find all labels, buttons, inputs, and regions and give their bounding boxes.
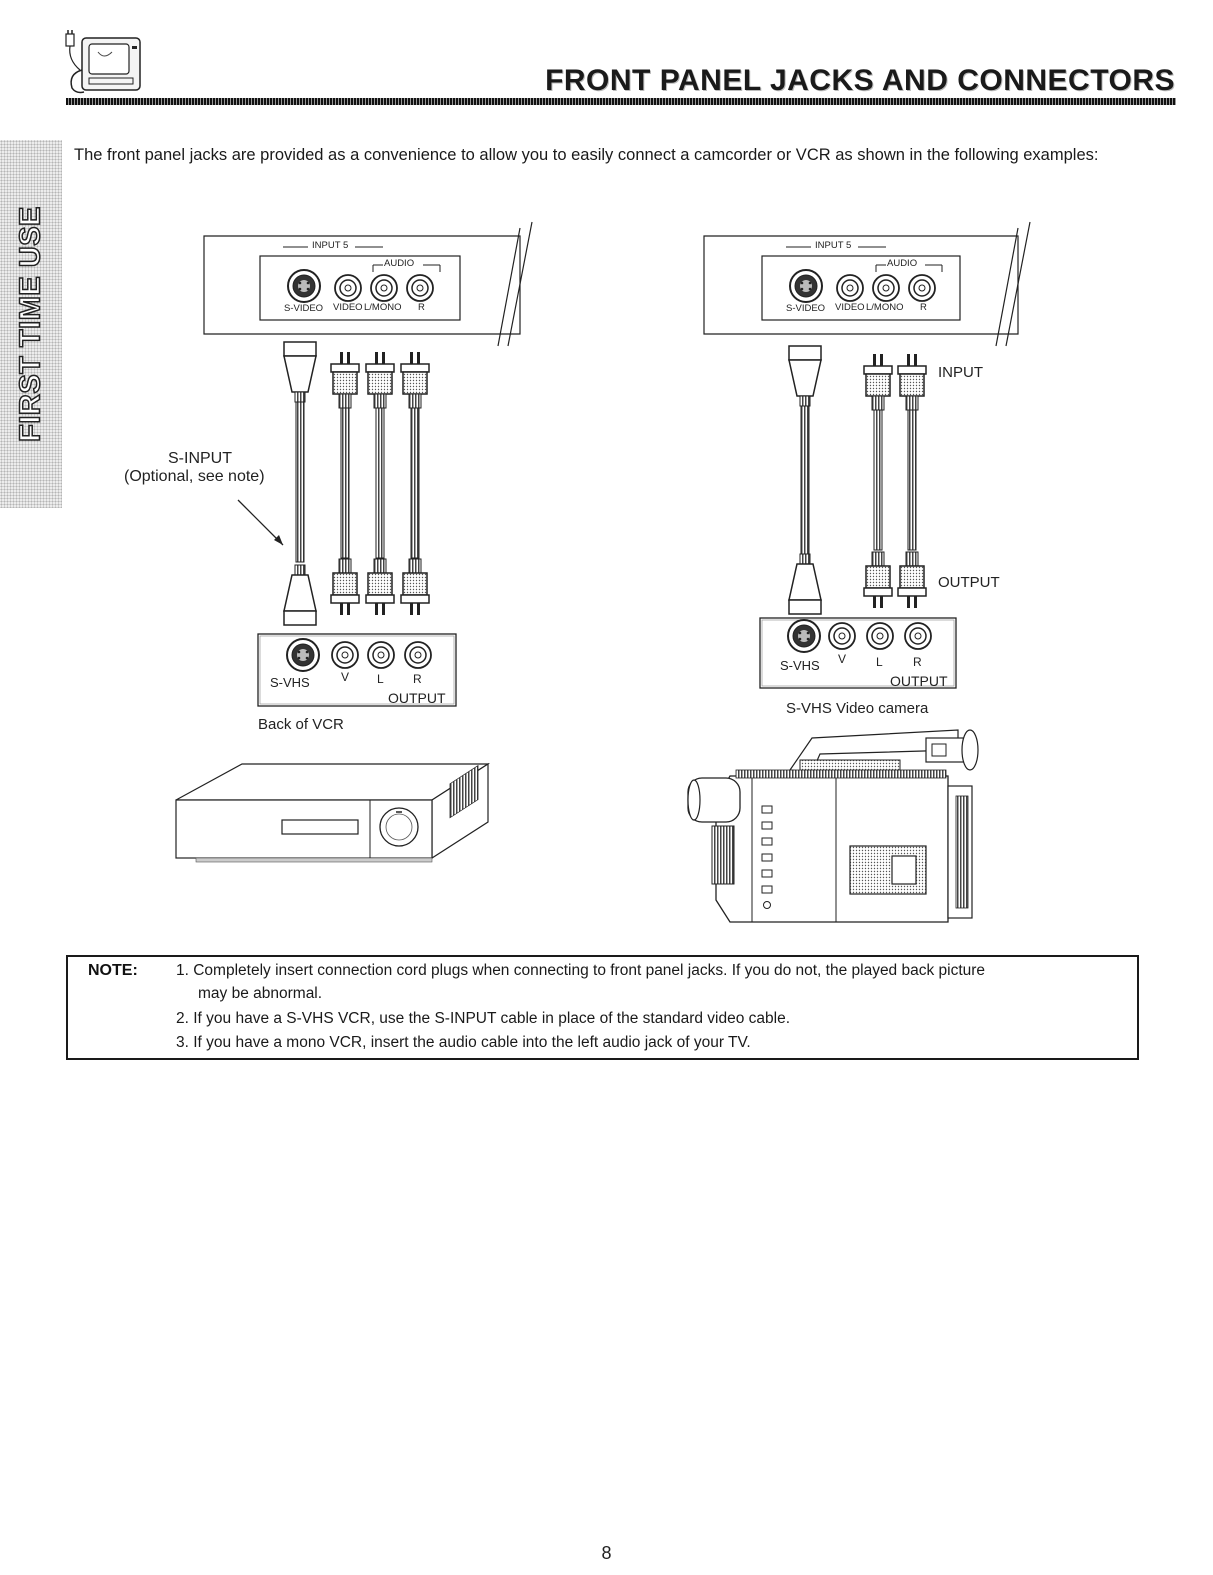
- s-input-note: (Optional, see note): [124, 468, 265, 485]
- left-tv-panel: [203, 221, 533, 347]
- right-cables: [788, 345, 927, 615]
- right-panel-label-r: R: [920, 302, 927, 313]
- note-item: may be abnormal.: [198, 985, 323, 1002]
- left-panel-label-s-video: S-VIDEO: [284, 303, 324, 314]
- intro-paragraph: The front panel jacks are provided as a …: [74, 146, 1099, 164]
- vcr-l-jack: [367, 641, 395, 669]
- input-label: INPUT: [938, 364, 983, 381]
- left-panel-s-video-jack: [287, 269, 321, 303]
- section-side-tab: [0, 140, 62, 508]
- right-panel-header: INPUT 5: [815, 240, 852, 251]
- camera-label-s-vhs: S-VHS: [780, 658, 820, 673]
- note-label: NOTE:: [88, 962, 138, 979]
- right-panel-label-video: VIDEO: [835, 302, 865, 313]
- note-item: 2. If you have a S-VHS VCR, use the S-IN…: [176, 1010, 791, 1027]
- left-panel-label-video: VIDEO: [333, 302, 363, 313]
- vcr-r-jack: [404, 641, 432, 669]
- right-panel-label-l-mono: L/MONO: [866, 302, 904, 313]
- note-item: 3. If you have a mono VCR, insert the au…: [176, 1034, 751, 1051]
- right-tv-panel: [703, 221, 1031, 347]
- vcr-illustration: [175, 762, 491, 863]
- camera-label-v: V: [838, 652, 847, 666]
- vcr-label-v: V: [341, 670, 350, 684]
- header-rule: [66, 98, 1176, 105]
- camera-v-jack: [828, 622, 856, 650]
- note-item: 1. Completely insert connection cord plu…: [176, 962, 986, 979]
- vcr-s-vhs-jack: [286, 638, 320, 672]
- right-panel-audio-r-jack: [908, 274, 936, 302]
- vcr-caption: Back of VCR: [258, 716, 344, 733]
- vcr-output-label: OUTPUT: [388, 690, 446, 706]
- left-panel-audio-l-jack: [370, 274, 398, 302]
- vcr-label-r: R: [413, 672, 422, 686]
- note-box: [66, 955, 1139, 1060]
- header-tv-icon: [62, 30, 152, 96]
- vcr-label-s-vhs: S-VHS: [270, 675, 310, 690]
- vcr-v-jack: [331, 641, 359, 669]
- vcr-label-l: L: [377, 672, 384, 686]
- right-panel-video-jack: [836, 274, 864, 302]
- left-panel-audio-r-jack: [406, 274, 434, 302]
- page-title: FRONT PANEL JACKS AND CONNECTORS: [545, 64, 1175, 97]
- left-panel-label-r: R: [418, 302, 425, 313]
- camera-label-r: R: [913, 655, 922, 669]
- right-panel-label-s-video: S-VIDEO: [786, 303, 826, 314]
- camera-caption: S-VHS Video camera: [786, 700, 929, 717]
- right-panel-s-video-jack: [789, 269, 823, 303]
- camera-r-jack: [904, 622, 932, 650]
- right-panel-audio-label: AUDIO: [887, 258, 918, 269]
- camera-label-l: L: [876, 655, 883, 669]
- right-panel-audio-l-jack: [872, 274, 900, 302]
- left-panel-header: INPUT 5: [312, 240, 349, 251]
- camera-l-jack: [866, 622, 894, 650]
- output-label: OUTPUT: [938, 574, 1000, 591]
- left-panel-video-jack: [334, 274, 362, 302]
- page-number: 8: [601, 1543, 612, 1563]
- left-panel-audio-label: AUDIO: [384, 258, 415, 269]
- s-input-label: S-INPUT: [168, 450, 232, 467]
- camera-s-vhs-jack: [787, 619, 821, 653]
- camcorder-illustration: [687, 729, 979, 923]
- left-panel-label-l-mono: L/MONO: [364, 302, 402, 313]
- camera-output-label: OUTPUT: [890, 673, 948, 689]
- left-cables: [237, 341, 430, 626]
